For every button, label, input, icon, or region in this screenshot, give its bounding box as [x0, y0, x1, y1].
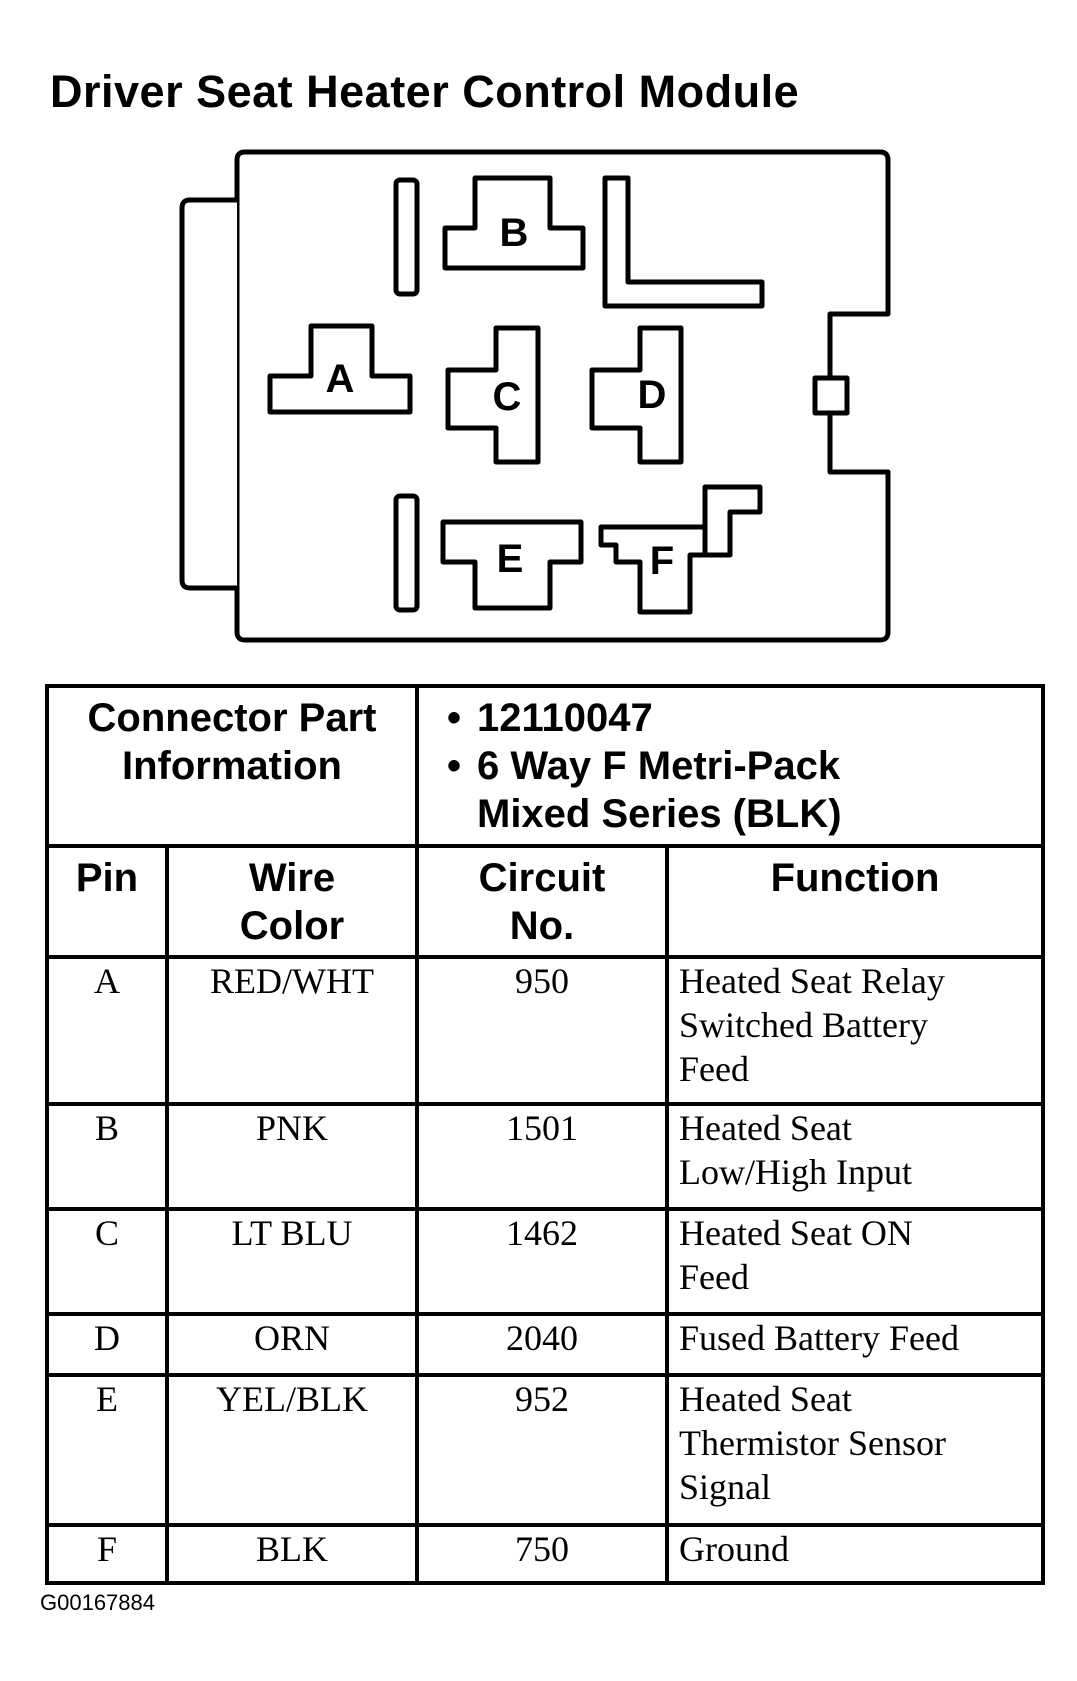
header-pin: Pin [45, 844, 169, 959]
header-circuit-line2: No. [509, 904, 575, 948]
table-row: C LT BLU 1462 Heated Seat ON Feed [45, 1207, 1045, 1316]
cell-pin: B [45, 1102, 169, 1211]
table-row: A RED/WHT 950 Heated Seat Relay Switched… [45, 955, 1045, 1106]
part-info-row: Connector Part Information • 12110047 • 6 … [45, 684, 1045, 848]
cell-function: Fused Battery Feed [665, 1312, 1045, 1377]
function-line: Fused Battery Feed [679, 1318, 959, 1358]
cell-circuit: 1501 [415, 1102, 669, 1211]
cell-circuit: 750 [415, 1523, 669, 1585]
connector-diagram: A B C D E F [179, 149, 891, 643]
part-info-label-line2: Information [122, 744, 342, 788]
cell-circuit: 952 [415, 1373, 669, 1527]
header-circuit-no: Circuit No. [415, 844, 669, 959]
function-line: Heated Seat ON [679, 1213, 913, 1253]
figure-id: G00167884 [40, 1590, 155, 1615]
connector-key-right [812, 375, 850, 416]
pin-terminal-a [267, 323, 413, 415]
part-info-label-line1: Connector Part [87, 696, 377, 740]
cell-function: Heated Seat Thermistor Sensor Signal [665, 1373, 1045, 1527]
table-row: D ORN 2040 Fused Battery Feed [45, 1312, 1045, 1377]
part-info-label-cell: Connector Part Information [45, 684, 419, 848]
pin-label-e: E [497, 537, 524, 581]
page-title: Driver Seat Heater Control Module [50, 66, 800, 117]
pin-label-a: A [326, 357, 355, 401]
cell-wire-color: LT BLU [165, 1207, 419, 1316]
part-description-line1: 6 Way F Metri-Pack [477, 744, 841, 788]
table-row: B PNK 1501 Heated Seat Low/High Input [45, 1102, 1045, 1211]
cell-pin: A [45, 955, 169, 1106]
header-function: Function [665, 844, 1045, 959]
cell-wire-color: BLK [165, 1523, 419, 1585]
function-line: Signal [679, 1467, 772, 1507]
function-line: Low/High Input [679, 1152, 912, 1192]
part-number: 12110047 [477, 696, 653, 740]
function-line: Feed [679, 1049, 749, 1089]
function-line: Switched Battery [679, 1005, 928, 1045]
function-line: Feed [679, 1257, 749, 1297]
function-line: Ground [679, 1529, 789, 1569]
pin-label-b: B [500, 211, 529, 255]
cell-pin: D [45, 1312, 169, 1377]
part-info-value-cell: • 12110047 • 6 Way F Metri-Pack Mixed Seri… [415, 684, 1045, 848]
bullet: • [447, 744, 462, 788]
pin-terminal-f [598, 524, 708, 615]
header-wire-color: Wire Color [165, 844, 419, 959]
pin-terminal-b [442, 175, 586, 271]
header-row: Pin Wire Color Circuit No. Function [45, 844, 1045, 959]
connector-slot [393, 493, 420, 613]
cell-circuit: 1462 [415, 1207, 669, 1316]
cell-circuit: 950 [415, 955, 669, 1106]
function-line: Heated Seat [679, 1108, 852, 1148]
table-row: F BLK 750 Ground [45, 1523, 1045, 1585]
table-row: E YEL/BLK 952 Heated Seat Thermistor Sen… [45, 1373, 1045, 1527]
cell-pin: F [45, 1523, 169, 1585]
cell-wire-color: ORN [165, 1312, 419, 1377]
pin-terminal-e [440, 519, 584, 611]
header-wire-line1: Wire [248, 856, 336, 900]
bullet: • [447, 696, 462, 740]
part-description-line2: Mixed Series (BLK) [477, 792, 842, 836]
cell-pin: E [45, 1373, 169, 1527]
cell-pin: C [45, 1207, 169, 1316]
cell-function: Heated Seat ON Feed [665, 1207, 1045, 1316]
pin-terminal-d [589, 325, 684, 465]
connector-key [602, 175, 765, 309]
pin-terminal-c [445, 325, 541, 465]
cell-wire-color: PNK [165, 1102, 419, 1211]
function-line: Heated Seat [679, 1379, 852, 1419]
cell-wire-color: RED/WHT [165, 955, 419, 1106]
header-circuit-line1: Circuit [478, 856, 606, 900]
function-line: Thermistor Sensor [679, 1423, 946, 1463]
cell-function: Heated Seat Low/High Input [665, 1102, 1045, 1211]
connector-info-table: Connector Part Information • 12110047 • 6 … [45, 684, 1045, 1585]
cell-function: Ground [665, 1523, 1045, 1585]
connector-latch-left [179, 197, 237, 591]
cell-circuit: 2040 [415, 1312, 669, 1377]
cell-function: Heated Seat Relay Switched Battery Feed [665, 955, 1045, 1106]
header-function-text: Function [770, 856, 940, 900]
header-wire-line2: Color [239, 904, 345, 948]
connector-slot [393, 177, 420, 297]
pin-label-f: F [650, 539, 674, 583]
pin-label-d: D [638, 373, 667, 417]
header-pin-text: Pin [75, 856, 139, 900]
cell-wire-color: YEL/BLK [165, 1373, 419, 1527]
function-line: Heated Seat Relay [679, 961, 945, 1001]
pin-label-c: C [493, 375, 522, 419]
